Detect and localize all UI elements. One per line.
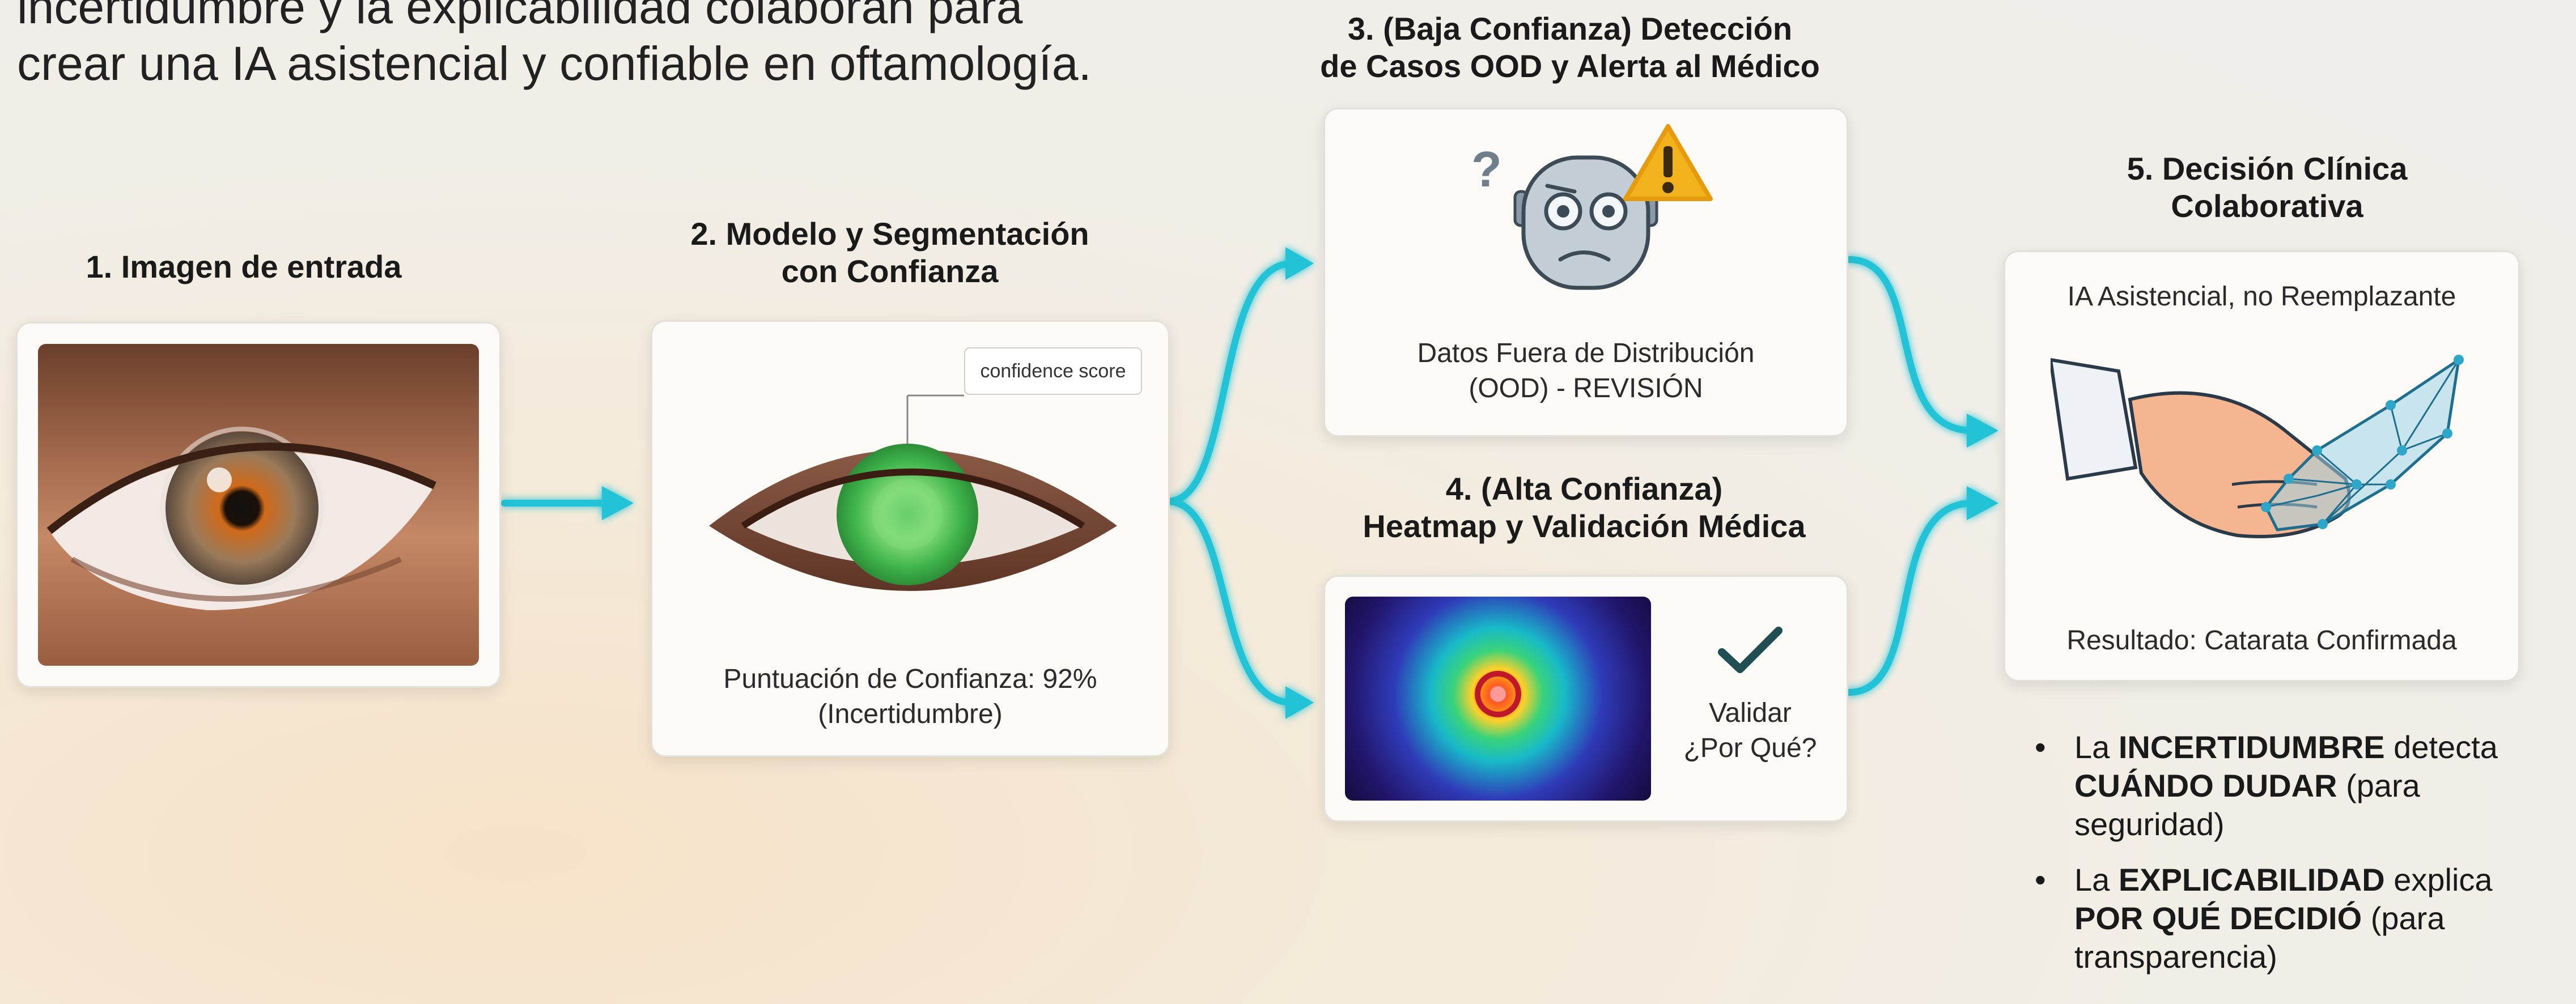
step5-label: 5. Decisión Clínica Colaborativa xyxy=(2018,150,2516,225)
step2-label-line2: con Confianza xyxy=(781,253,999,289)
arrow-2-to-4 xyxy=(1164,498,1296,706)
warning-icon xyxy=(1623,124,1713,201)
step4-label-line1: 4. (Alta Confianza) xyxy=(1445,471,1723,507)
title-line-1: incertidumbre y la explicabilidad colabo… xyxy=(17,0,1023,33)
input-eye-photo xyxy=(38,344,479,666)
arrowhead-4 xyxy=(1967,414,1998,448)
validate-text: Validar xyxy=(1709,698,1792,728)
bullet-2-bold2: POR QUÉ DECIDIÓ xyxy=(2074,900,2362,936)
confidence-score-text: Puntuación de Confianza: 92% xyxy=(723,664,1097,694)
step1-label: 1. Imagen de entrada xyxy=(86,249,402,284)
bullet-1-bold2: CUÁNDO DUDAR xyxy=(2074,768,2337,803)
arrowhead-2 xyxy=(1285,247,1314,280)
question-mark-icon: ? xyxy=(1471,141,1502,197)
step4-label-line2: Heatmap y Validación Médica xyxy=(1363,508,1806,544)
step2-card: confidence score Puntuación de Confianza… xyxy=(651,320,1170,757)
step3-label: 3. (Baja Confianza) Detección de Casos O… xyxy=(1298,10,1842,85)
bullet-2-pre: La xyxy=(2074,862,2119,897)
bullet-2-mid: explica xyxy=(2384,862,2493,897)
step5-label-line1: 5. Decisión Clínica xyxy=(2127,151,2408,186)
bullet-1-bold1: INCERTIDUMBRE xyxy=(2118,729,2385,765)
step3-label-line2: de Casos OOD y Alerta al Médico xyxy=(1320,48,1820,84)
bullet-explainability: • La EXPLICABILIDAD explica POR QUÉ DECI… xyxy=(2029,861,2562,976)
bullet-1-post2: seguridad) xyxy=(2074,806,2225,842)
why-text: ¿Por Qué? xyxy=(1683,733,1817,763)
assistive-ai-subtitle: IA Asistencial, no Reemplazante xyxy=(2067,282,2456,312)
step5-label-line2: Colaborativa xyxy=(2171,188,2363,224)
bullet-list: • La INCERTIDUMBRE detecta CUÁNDO DUDAR … xyxy=(2029,728,2562,976)
confidence-score-callout: confidence score xyxy=(964,347,1142,395)
arrow-4-to-5 xyxy=(1845,500,1976,696)
bullet-dot: • xyxy=(2035,862,2046,897)
arrow-3-to-5 xyxy=(1845,256,1976,434)
ood-text-line2: (OOD) - REVISIÓN xyxy=(1469,373,1703,403)
arrowhead-1 xyxy=(602,486,634,520)
bullet-uncertainty: • La INCERTIDUMBRE detecta CUÁNDO DUDAR … xyxy=(2029,728,2562,844)
uncertainty-text: (Incertidumbre) xyxy=(818,699,1003,729)
bullet-1-pre: La xyxy=(2074,729,2119,765)
segmented-eye-image xyxy=(709,394,1117,591)
confused-robot-icon xyxy=(1513,155,1658,290)
step5-card: IA Asistencial, no Reemplazante Resultad… xyxy=(2004,250,2520,682)
result-text: Resultado: Catarata Confirmada xyxy=(2066,626,2457,656)
checkmark-icon xyxy=(1718,627,1783,673)
step3-card: ? Datos Fuera de Distribución (OOD) - RE… xyxy=(1323,108,1848,437)
step3-label-line1: 3. (Baja Confianza) Detección xyxy=(1347,11,1793,46)
heatmap-image xyxy=(1345,597,1651,801)
step2-label-line1: 2. Modelo y Segmentación xyxy=(690,216,1089,252)
bullet-2-bold1: EXPLICABILIDAD xyxy=(2118,862,2385,897)
step3-caption: Datos Fuera de Distribución (OOD) - REVI… xyxy=(1325,336,1847,406)
page-title: incertidumbre y la explicabilidad colabo… xyxy=(17,0,1092,92)
arrow-2-to-3 xyxy=(1164,260,1296,505)
bullet-2-post1: (para xyxy=(2362,900,2445,936)
bullet-1-mid: detecta xyxy=(2384,729,2498,765)
step2-label: 2. Modelo y Segmentación con Confianza xyxy=(640,215,1139,290)
validate-why: Validar ¿Por Qué? xyxy=(1665,696,1835,766)
step1-card xyxy=(16,322,501,688)
step2-caption: Puntuación de Confianza: 92% (Incertidum… xyxy=(652,662,1168,732)
arrowhead-3 xyxy=(1285,686,1314,719)
bullet-1-post1: (para xyxy=(2337,768,2420,803)
bullet-2-post2: transparencia) xyxy=(2074,939,2277,975)
bullet-dot: • xyxy=(2035,729,2046,765)
title-line-2: crear una IA asistencial y confiable en … xyxy=(17,37,1092,90)
arrowhead-5 xyxy=(1967,486,1998,520)
ood-text-line1: Datos Fuera de Distribución xyxy=(1417,338,1755,368)
handshake-icon xyxy=(2051,355,2464,538)
step4-card: Validar ¿Por Qué? xyxy=(1323,575,1848,822)
step4-label: 4. (Alta Confianza) Heatmap y Validación… xyxy=(1321,470,1848,545)
